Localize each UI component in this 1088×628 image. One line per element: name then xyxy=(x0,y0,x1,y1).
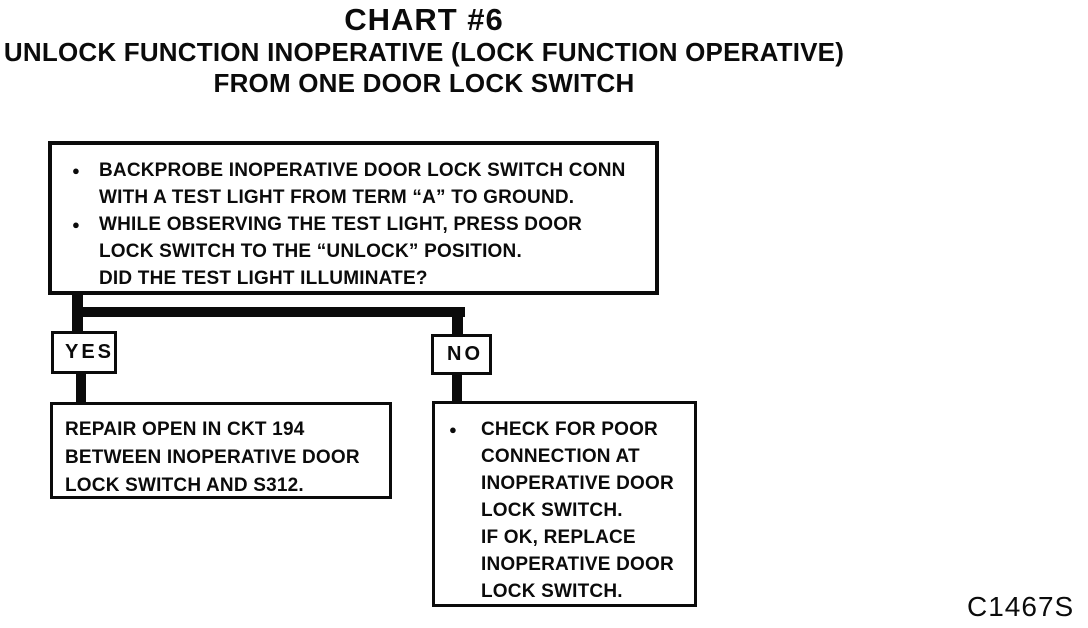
procedure-question-box: ● BACKPROBE INOPERATIVE DOOR LOCK SWITCH… xyxy=(48,141,659,295)
chart-subtitle-line2: FROM ONE DOOR LOCK SWITCH xyxy=(213,68,635,98)
procedure-step-2-line-2: LOCK SWITCH TO THE “UNLOCK” POSITION. xyxy=(99,241,522,262)
no-result-step: ● CHECK FOR POOR CONNECTION AT INOPERATI… xyxy=(449,416,690,605)
no-result-line-2: CONNECTION AT xyxy=(481,446,640,467)
no-result-line-4: LOCK SWITCH. xyxy=(481,500,623,521)
connector-branch-to-no xyxy=(452,307,463,336)
no-result-line-5: IF OK, REPLACE xyxy=(481,527,636,548)
yes-result-line-2: BETWEEN INOPERATIVE DOOR xyxy=(65,447,360,468)
procedure-step-1-line-1: BACKPROBE INOPERATIVE DOOR LOCK SWITCH C… xyxy=(99,160,626,181)
yes-result-line-1: REPAIR OPEN IN CKT 194 xyxy=(65,419,305,440)
connector-yes-to-result xyxy=(76,372,86,404)
no-branch-label: NO xyxy=(431,334,492,375)
chart-number-title: CHART #6 xyxy=(344,2,504,37)
bullet-icon: ● xyxy=(72,217,81,232)
no-result-box: ● CHECK FOR POOR CONNECTION AT INOPERATI… xyxy=(432,401,697,607)
chart-subtitle-line1: UNLOCK FUNCTION INOPERATIVE (LOCK FUNCTI… xyxy=(3,37,845,67)
no-result-line-7: LOCK SWITCH. xyxy=(481,581,623,602)
no-result-line-3: INOPERATIVE DOOR xyxy=(481,473,674,494)
bullet-icon: ● xyxy=(449,422,458,437)
chart-title-block: CHART #6 UNLOCK FUNCTION INOPERATIVE (LO… xyxy=(0,3,848,99)
procedure-step-1: ● BACKPROBE INOPERATIVE DOOR LOCK SWITCH… xyxy=(72,157,647,211)
no-result-line-6: INOPERATIVE DOOR xyxy=(481,554,674,575)
no-label-text: NO xyxy=(447,343,483,365)
decision-question: DID THE TEST LIGHT ILLUMINATE? xyxy=(99,268,428,289)
yes-result-box: REPAIR OPEN IN CKT 194 BETWEEN INOPERATI… xyxy=(50,402,392,499)
yes-branch-label: YES xyxy=(51,331,117,374)
connector-no-to-result xyxy=(452,373,462,403)
procedure-step-2-line-1: WHILE OBSERVING THE TEST LIGHT, PRESS DO… xyxy=(99,214,583,235)
procedure-step-1-line-2: WITH A TEST LIGHT FROM TERM “A” TO GROUN… xyxy=(99,187,575,208)
yes-label-text: YES xyxy=(65,341,115,363)
bullet-icon: ● xyxy=(72,163,81,178)
procedure-step-2: ● WHILE OBSERVING THE TEST LIGHT, PRESS … xyxy=(72,211,647,265)
figure-code: C1467S xyxy=(967,591,1075,622)
yes-result-line-3: LOCK SWITCH AND S312. xyxy=(65,475,304,496)
no-result-line-1: CHECK FOR POOR xyxy=(481,419,658,440)
connector-branch-horizontal xyxy=(72,307,465,317)
